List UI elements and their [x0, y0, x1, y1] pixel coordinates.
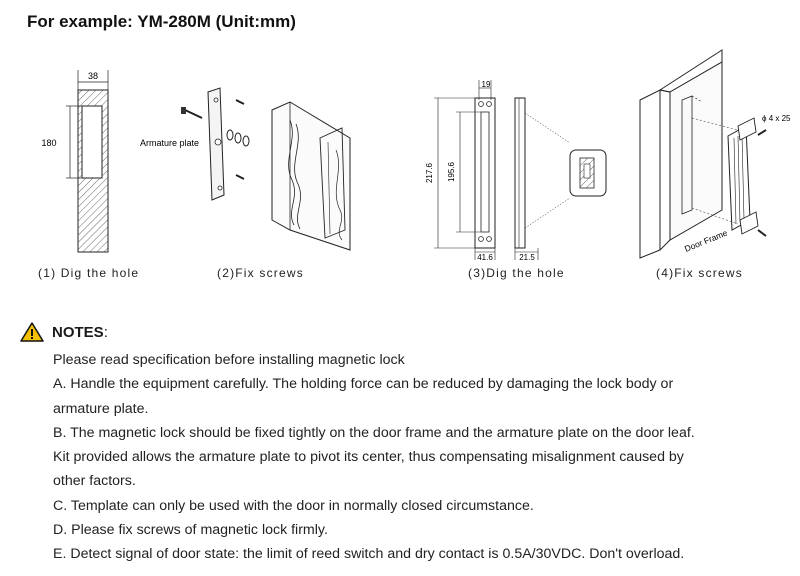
figure-2-caption: (2)Fix screws — [217, 266, 304, 280]
screw-icon — [181, 107, 203, 119]
notes-line: other factors. — [53, 473, 136, 490]
dim-outer-label: 217.6 — [425, 162, 434, 183]
dim-height-label: 180 — [41, 138, 56, 148]
figure-4-caption: (4)Fix screws — [656, 266, 743, 280]
dim-top-label: 19 — [482, 80, 491, 89]
notes-line: Please read specification before install… — [53, 352, 405, 368]
notes-line: A. Handle the equipment carefully. The h… — [53, 376, 674, 393]
dim-bottom-label: 41.6 — [477, 253, 493, 262]
figure-1-diagram: 38 180 — [41, 70, 109, 253]
short-screw-icon — [235, 174, 245, 180]
template-side-view — [514, 97, 526, 249]
figure-4-diagram: ϕ 4 x 25 Door Frame — [639, 49, 791, 259]
figure-3-caption: (3)Dig the hole — [468, 266, 565, 280]
notes-line: armature plate. — [53, 400, 149, 417]
notes-line: D. Please fix screws of magnetic lock fi… — [53, 522, 328, 539]
door-frame-label: Door Frame — [683, 227, 729, 253]
door-leaf — [271, 101, 351, 251]
notes-line: C. Template can only be used with the do… — [53, 497, 534, 514]
washer-icon — [242, 135, 250, 147]
short-screw-icon — [235, 99, 245, 105]
washer-icon — [226, 129, 234, 141]
dim-side-label: 21.5 — [519, 253, 535, 262]
notes-line: Kit provided allows the armature plate t… — [53, 449, 684, 466]
notes-body: Please read specification before install… — [53, 348, 788, 567]
notes-line: E. Detect signal of door state: the limi… — [53, 546, 685, 563]
armature-plate-label: Armature plate — [140, 138, 199, 148]
figure-1-caption: (1) Dig the hole — [38, 266, 140, 280]
notes-line: B. The magnetic lock should be fixed tig… — [53, 424, 695, 441]
door-frame — [639, 89, 661, 259]
notes-header: NOTES: — [20, 322, 108, 342]
page-heading: For example: YM-280M (Unit:mm) — [27, 12, 296, 31]
screw-size-label: ϕ 4 x 25 — [762, 114, 791, 123]
figure-2-diagram: Armature plate — [140, 87, 351, 251]
warning-icon — [20, 322, 44, 342]
notes-title: NOTES: — [52, 323, 108, 341]
washer-icon — [234, 132, 242, 144]
dim-inner-label: 195.6 — [447, 161, 456, 182]
figure-3-diagram: 19 217.6 195.6 41.6 21.5 — [425, 80, 607, 262]
screw-icon — [757, 129, 767, 136]
screw-icon — [757, 229, 767, 237]
hole-cutout — [81, 105, 103, 179]
dim-width-label: 38 — [88, 71, 98, 81]
